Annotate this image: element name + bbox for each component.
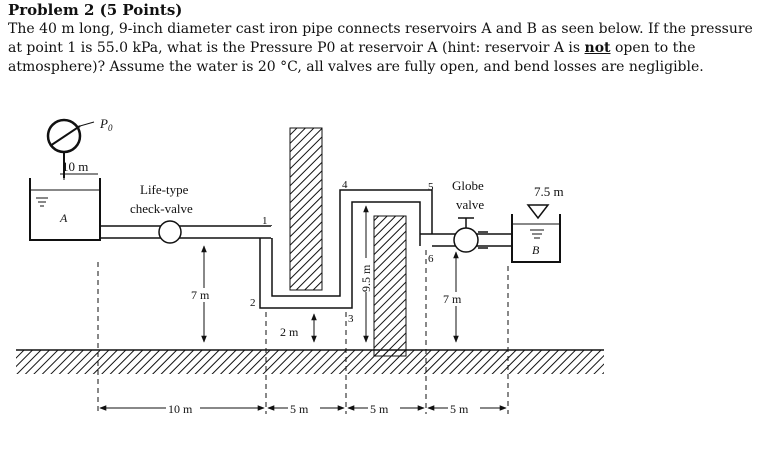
- point-1-label: 1: [262, 215, 268, 227]
- point-6-label: 6: [428, 253, 434, 265]
- globe-valve-label-1: Globe: [452, 178, 484, 193]
- elev-b-label: 7.5 m: [534, 184, 564, 199]
- statement-part1: The 40 m long, 9-inch diameter cast iron…: [8, 21, 753, 56]
- check-valve-label-1: Life-type: [140, 182, 189, 197]
- pipe-segment-u-lower: [259, 238, 353, 309]
- elev-a-label: 10 m: [62, 159, 88, 174]
- reservoir-a: [29, 173, 101, 241]
- dim-7m-left: 7 m: [191, 288, 210, 302]
- globe-valve-icon: [453, 217, 488, 253]
- pressure-gauge-icon: [46, 118, 95, 178]
- hatched-wall-right: [373, 215, 407, 357]
- dim-10m: 10 m: [168, 402, 193, 416]
- point-3-label: 3: [348, 313, 354, 325]
- check-valve-label-2: check-valve: [130, 201, 193, 216]
- dim-5m-a: 5 m: [290, 402, 309, 416]
- pipe-segment-over-wall: [339, 189, 433, 238]
- guide-lines: [97, 250, 509, 414]
- problem-text: Problem 2 (5 Points) The 40 m long, 9-in…: [8, 0, 766, 77]
- globe-valve-label-2: valve: [456, 197, 484, 212]
- problem-statement: The 40 m long, 9-inch diameter cast iron…: [8, 20, 766, 77]
- dim-5m-c: 5 m: [450, 402, 469, 416]
- dim-7m-right: 7 m: [443, 292, 462, 306]
- statement-part2: open to the atmosphere)? Assume the wate…: [8, 40, 704, 75]
- check-valve-icon: [158, 220, 182, 244]
- point-5-label: 5: [428, 181, 434, 193]
- pressure-label: P0: [99, 116, 113, 133]
- point-4-label: 4: [342, 179, 348, 191]
- reservoir-b-label: B: [532, 243, 540, 257]
- pipe-segment-a-to-1: [100, 225, 272, 239]
- problem-title: Problem 2 (5 Points): [8, 1, 183, 19]
- reservoir-a-label: A: [59, 211, 68, 225]
- reservoir-b: [511, 204, 561, 263]
- dim-5m-b: 5 m: [370, 402, 389, 416]
- hatched-wall-left: [289, 127, 323, 291]
- dim-2m: 2 m: [280, 325, 299, 339]
- ground-hatch: [16, 350, 604, 374]
- statement-emphasis: not: [584, 40, 611, 56]
- point-2-label: 2: [250, 297, 256, 309]
- dim-9-5m: 9.5 m: [359, 264, 373, 292]
